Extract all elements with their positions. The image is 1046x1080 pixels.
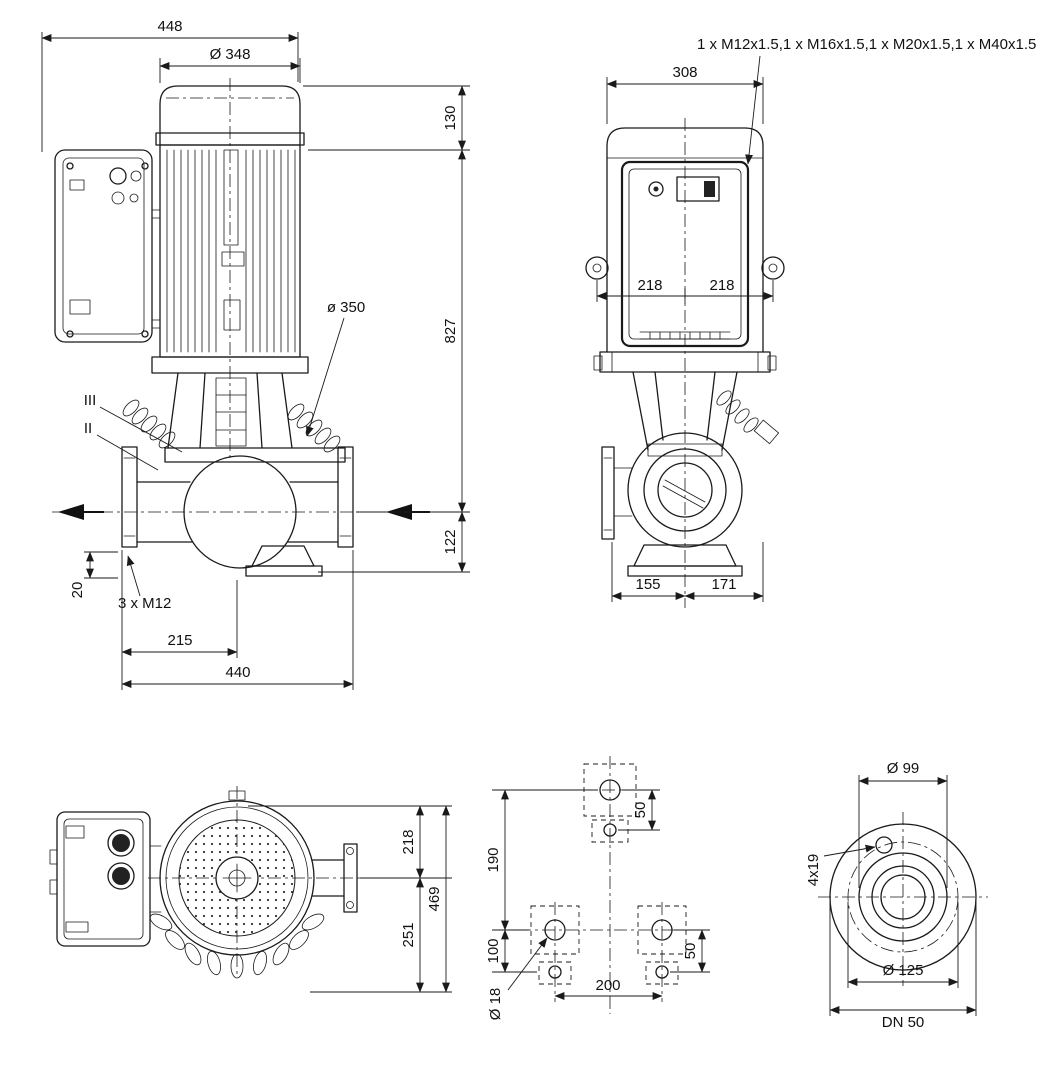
dim-218-left: 218	[637, 277, 662, 294]
volute-front	[601, 432, 743, 577]
front-view: 1 x M12x1.5,1 x M16x1.5,1 x M20x1.5,1 x …	[585, 36, 1036, 608]
eye-bolt-top	[228, 790, 246, 801]
lifting-eye-left	[585, 256, 609, 280]
operating-button	[648, 181, 664, 197]
dim-448: 448	[157, 18, 182, 35]
lifting-eye-right	[761, 256, 785, 280]
discharge-flange-front	[601, 446, 615, 540]
cable-connector	[753, 419, 779, 445]
flow-arrow-left	[58, 504, 104, 520]
dim-122: 122	[442, 529, 459, 554]
dimensions-foundation: 50 190 100 50 200 Ø 18	[485, 789, 710, 1021]
dim-251: 251	[400, 922, 417, 947]
volute-casing	[183, 455, 297, 569]
dim-827: 827	[442, 318, 459, 343]
control-module	[620, 160, 750, 348]
dim-200: 200	[595, 977, 620, 994]
dim-440: 440	[225, 664, 250, 681]
anchor-pad-left	[530, 905, 580, 985]
dim-dn50: DN 50	[882, 1014, 925, 1031]
dim-155: 155	[635, 576, 660, 593]
dim-469: 469	[426, 886, 443, 911]
motor-front	[585, 127, 785, 373]
lantern-front	[632, 371, 779, 457]
dim-171: 171	[711, 576, 736, 593]
foundation-plan: 50 190 100 50 200 Ø 18	[485, 756, 710, 1020]
dim-dia125: Ø 125	[883, 962, 924, 979]
dim-50-bottom: 50	[682, 943, 699, 960]
flange-right	[337, 446, 354, 548]
bolt-hole	[875, 836, 893, 854]
motor-side	[151, 85, 309, 374]
flange-top	[311, 843, 358, 913]
dim-190: 190	[485, 847, 502, 872]
flange-outer	[829, 823, 977, 971]
dim-100: 100	[485, 938, 502, 963]
gland-circle	[109, 167, 127, 185]
dim-308: 308	[672, 64, 697, 81]
flange-circles	[829, 823, 977, 971]
dimensions-front: 1 x M12x1.5,1 x M16x1.5,1 x M20x1.5,1 x …	[596, 36, 1036, 602]
dim-218-right: 218	[709, 277, 734, 294]
dimensions-flange: Ø 99 4x19 Ø 125 DN 50	[805, 760, 977, 1031]
dim-218-top: 218	[400, 829, 417, 854]
spring-coil-top	[149, 913, 325, 979]
flange-left	[121, 446, 138, 548]
dim-130: 130	[442, 105, 459, 130]
dim-20: 20	[69, 582, 86, 599]
dim-dia99: Ø 99	[887, 760, 920, 777]
side-view: 448 Ø 348 130 827 122 ø 350 III II 20	[41, 18, 470, 690]
dim-215: 215	[167, 632, 192, 649]
spring-left	[122, 399, 176, 449]
display	[676, 176, 720, 202]
bolt-note: 3 x M12	[118, 595, 171, 612]
electronics-module-top	[49, 811, 162, 947]
bore	[880, 874, 926, 920]
electronics-module-side	[54, 149, 161, 343]
pump-foot	[251, 545, 315, 567]
spring-right	[287, 403, 341, 453]
sensor-cable-coil	[716, 390, 759, 433]
bolt-circle	[847, 841, 959, 953]
dimensions-top: 218 251 469	[248, 805, 452, 993]
flange-detail: Ø 99 4x19 Ø 125 DN 50	[805, 760, 988, 1031]
dim-4x19: 4x19	[805, 854, 822, 887]
dimensions-side: 448 Ø 348 130 827 122 ø 350 III II 20	[41, 18, 470, 690]
section-mark-iii: III	[84, 392, 97, 409]
seal-plate	[164, 447, 346, 463]
dim-dia350: ø 350	[327, 299, 365, 316]
lantern-and-springs-side	[122, 372, 346, 463]
volute-side	[121, 446, 354, 577]
dim-dia18: Ø 18	[487, 988, 504, 1021]
dim-50-top: 50	[632, 802, 649, 819]
top-view: 218 251 469	[49, 786, 452, 993]
dim-dia348: Ø 348	[210, 46, 251, 63]
cable-gland-note: 1 x M12x1.5,1 x M16x1.5,1 x M20x1.5,1 x …	[697, 36, 1036, 53]
motor-top	[159, 790, 315, 956]
section-mark-ii: II	[84, 420, 92, 437]
